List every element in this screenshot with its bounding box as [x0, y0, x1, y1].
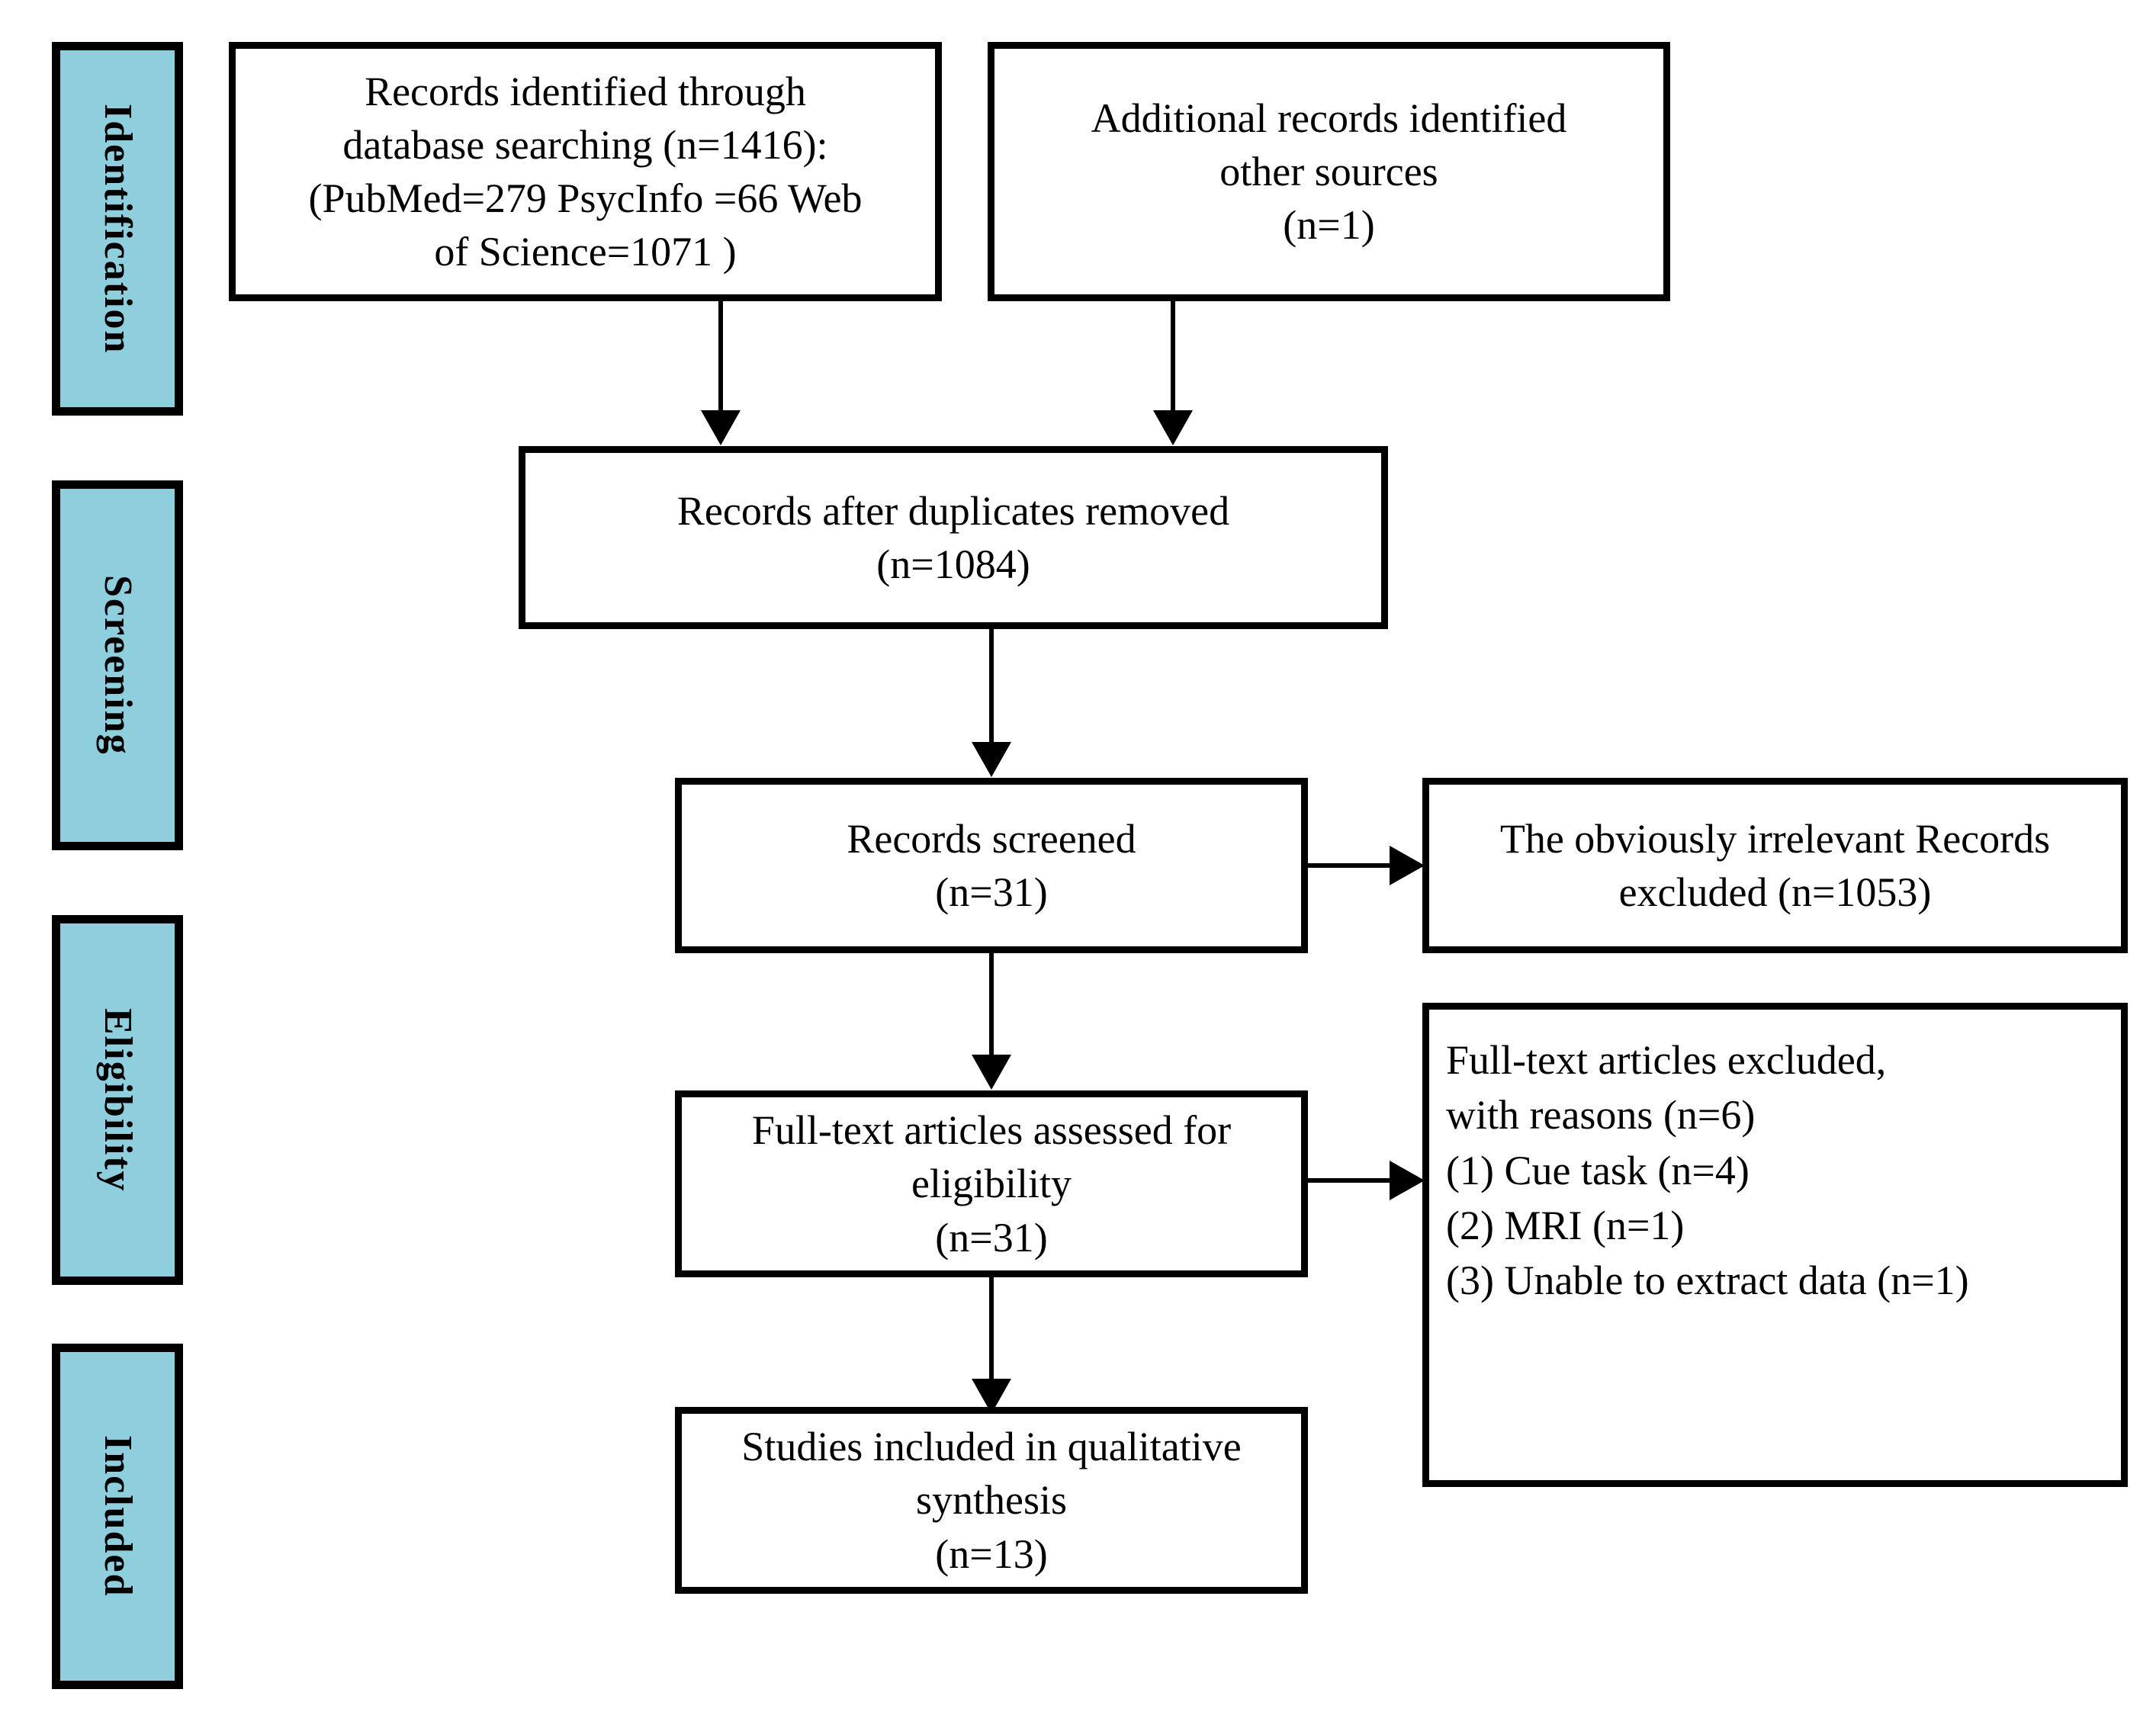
- arrowhead-database-search-to-duplicates: [701, 410, 741, 445]
- box-database-search-line-1: Records identified through: [365, 68, 806, 114]
- box-database-search: Records identified through database sear…: [229, 42, 942, 301]
- box-duplicates-removed: Records after duplicates removed (n=1084…: [519, 446, 1388, 629]
- arrowhead-screened-to-excluded: [1390, 846, 1425, 885]
- arrowhead-fulltext-to-excluded: [1390, 1161, 1425, 1200]
- connector-other-sources-to-duplicates: [1171, 301, 1175, 412]
- box-fulltext-excluded-line-1: Full-text articles excluded,: [1446, 1037, 1887, 1083]
- box-other-sources: Additional records identified other sour…: [988, 42, 1670, 301]
- box-studies-included: Studies included in qualitative synthesi…: [675, 1407, 1308, 1594]
- box-records-excluded: The obviously irrelevant Records exclude…: [1422, 778, 2128, 953]
- connector-database-search-to-duplicates: [718, 301, 723, 412]
- box-fulltext-assessed-line-2: eligibility: [911, 1161, 1072, 1207]
- connector-screened-to-fulltext: [989, 953, 994, 1056]
- box-fulltext-assessed-line-3: (n=31): [935, 1214, 1048, 1261]
- box-records-excluded-line-2: excluded (n=1053): [1618, 869, 1932, 915]
- box-studies-included-line-3: (n=13): [935, 1530, 1048, 1577]
- stage-bar-eligibility: Eligibility: [52, 915, 183, 1285]
- box-fulltext-excluded-reason-3: (3) Unable to extract data (n=1): [1446, 1257, 1969, 1304]
- box-duplicates-removed-line-1: Records after duplicates removed: [676, 487, 1230, 534]
- arrowhead-screened-to-fulltext: [972, 1055, 1011, 1090]
- box-fulltext-excluded-reason-2: (2) MRI (n=1): [1446, 1203, 1685, 1249]
- box-other-sources-line-3: (n=1): [1283, 202, 1375, 249]
- box-records-screened-line-2: (n=31): [935, 869, 1048, 915]
- stage-bar-included: Included: [52, 1344, 183, 1689]
- connector-duplicates-to-screened: [989, 629, 994, 743]
- box-records-screened: Records screened (n=31): [675, 778, 1308, 953]
- box-duplicates-removed-line-2: (n=1084): [876, 541, 1030, 587]
- box-database-search-line-3: (PubMed=279 PsycInfo =66 Web: [308, 175, 863, 221]
- box-fulltext-excluded-line-2: with reasons (n=6): [1446, 1092, 1756, 1139]
- box-other-sources-line-2: other sources: [1219, 148, 1438, 194]
- box-studies-included-line-2: synthesis: [915, 1477, 1068, 1524]
- stage-bar-identification: Identification: [52, 42, 183, 416]
- box-fulltext-excluded: Full-text articles excluded, with reason…: [1422, 1003, 2128, 1487]
- box-fulltext-assessed-line-1: Full-text articles assessed for: [751, 1107, 1232, 1154]
- stage-label-screening: Screening: [96, 575, 140, 756]
- stage-label-eligibility: Eligibility: [96, 1007, 140, 1193]
- box-records-screened-line-1: Records screened: [847, 815, 1136, 862]
- connector-screened-to-excluded: [1308, 863, 1393, 868]
- stage-bar-screening: Screening: [52, 480, 183, 850]
- connector-fulltext-to-included: [989, 1277, 994, 1380]
- box-fulltext-excluded-reason-1: (1) Cue task (n=4): [1446, 1147, 1750, 1193]
- arrowhead-duplicates-to-screened: [972, 742, 1011, 777]
- box-records-excluded-line-1: The obviously irrelevant Records: [1499, 815, 2051, 862]
- arrowhead-other-sources-to-duplicates: [1153, 410, 1193, 445]
- box-studies-included-line-1: Studies included in qualitative: [741, 1424, 1242, 1470]
- connector-fulltext-to-excluded: [1308, 1178, 1393, 1183]
- box-other-sources-line-1: Additional records identified: [1091, 95, 1567, 141]
- box-database-search-line-2: database searching (n=1416):: [342, 121, 828, 168]
- box-database-search-line-4: of Science=1071 ): [434, 229, 737, 275]
- stage-label-included: Included: [96, 1435, 140, 1598]
- box-fulltext-assessed: Full-text articles assessed for eligibil…: [675, 1090, 1308, 1277]
- stage-label-identification: Identification: [96, 103, 140, 355]
